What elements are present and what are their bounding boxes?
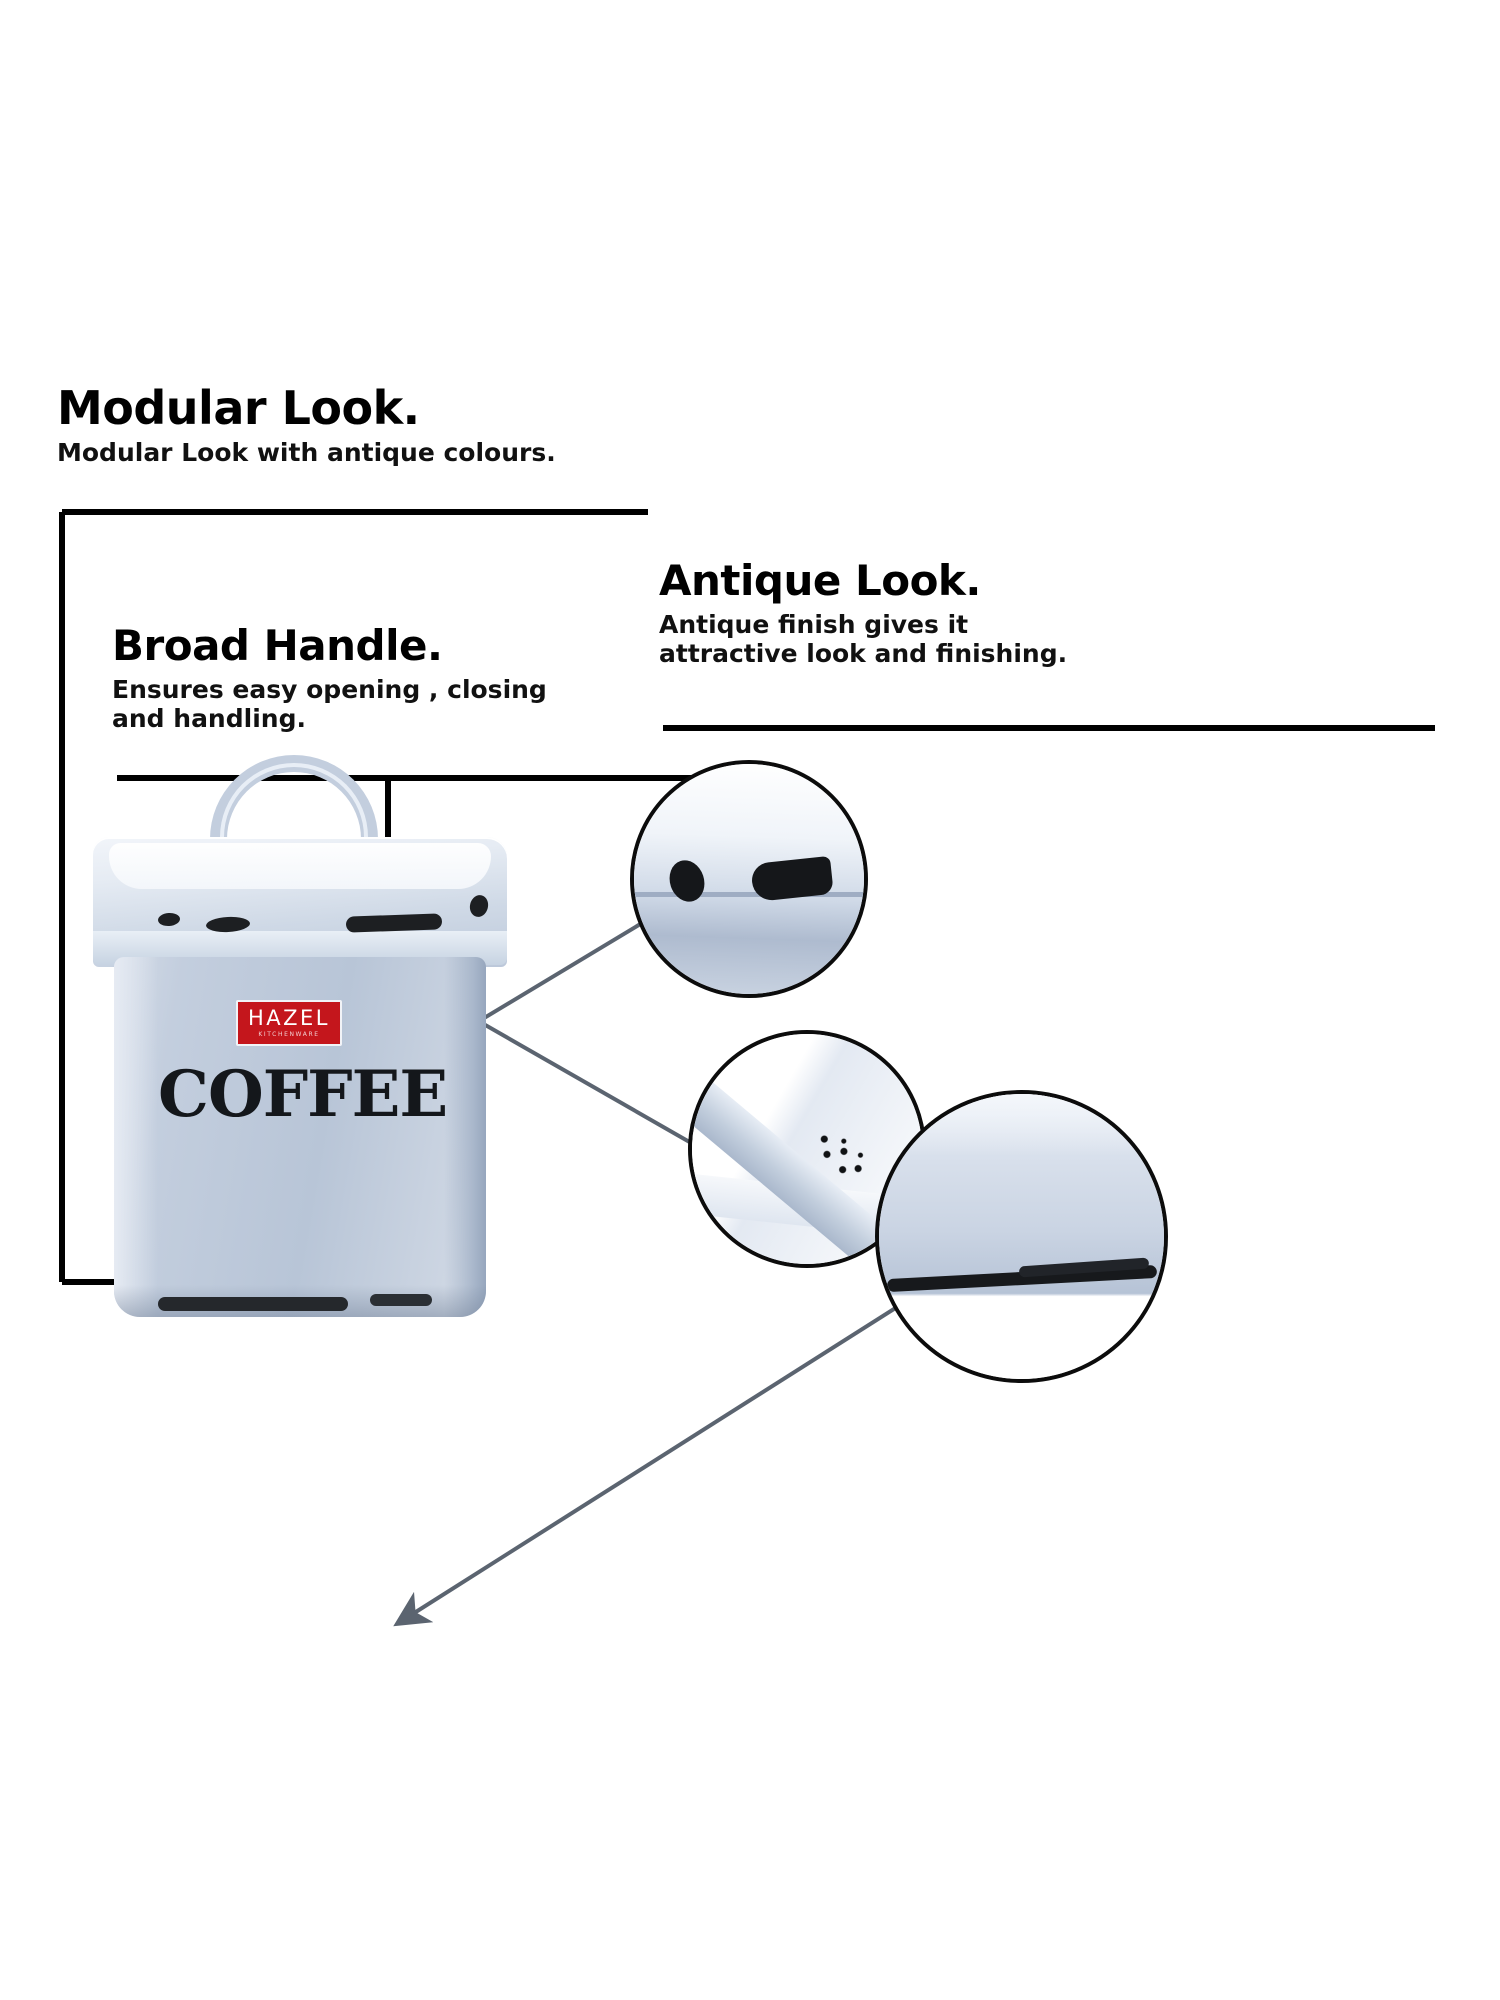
- base-chip-1: [158, 1297, 348, 1311]
- canister-lid-sheen: [109, 843, 491, 889]
- canister-label-coffee: COFFEE: [158, 1057, 448, 1132]
- lid-chip-3: [345, 913, 443, 933]
- canister-body-sheen: [114, 957, 158, 1317]
- detail-bubble-base: [875, 1090, 1168, 1383]
- base-highlight: [879, 1094, 1164, 1156]
- callout-broad-handle-subtitle: Ensures easy opening , closing and handl…: [112, 674, 547, 733]
- callout-broad-handle-title: Broad Handle.: [112, 621, 443, 670]
- arrow-base: [393, 1300, 907, 1627]
- callout-modular-look: Modular Look. Modular Look with antique …: [57, 385, 556, 467]
- lid-chip-edge-line: [634, 892, 864, 897]
- canister-body-right-edge: [444, 957, 486, 1317]
- hazel-brand-tagline: KITCHENWARE: [258, 1031, 320, 1038]
- callout-antique-look-title: Antique Look.: [659, 556, 981, 605]
- base-chip-2: [370, 1294, 432, 1306]
- callout-broad-handle: Broad Handle. Ensures easy opening , clo…: [112, 621, 592, 733]
- callout-modular-look-subtitle: Modular Look with antique colours.: [57, 437, 556, 467]
- callout-antique-look-subtitle: Antique finish gives it attractive look …: [659, 609, 1068, 668]
- hazel-brand-name: HAZEL: [247, 1006, 330, 1030]
- callout-modular-look-title: Modular Look.: [57, 381, 420, 435]
- hazel-brand-plate: HAZEL KITCHENWARE: [236, 1000, 342, 1046]
- callout-antique-look: Antique Look. Antique finish gives it at…: [659, 556, 1109, 668]
- product-canister: HAZEL KITCHENWARE COFFEE: [88, 745, 518, 1345]
- detail-bubble-lid-chip: [630, 760, 868, 998]
